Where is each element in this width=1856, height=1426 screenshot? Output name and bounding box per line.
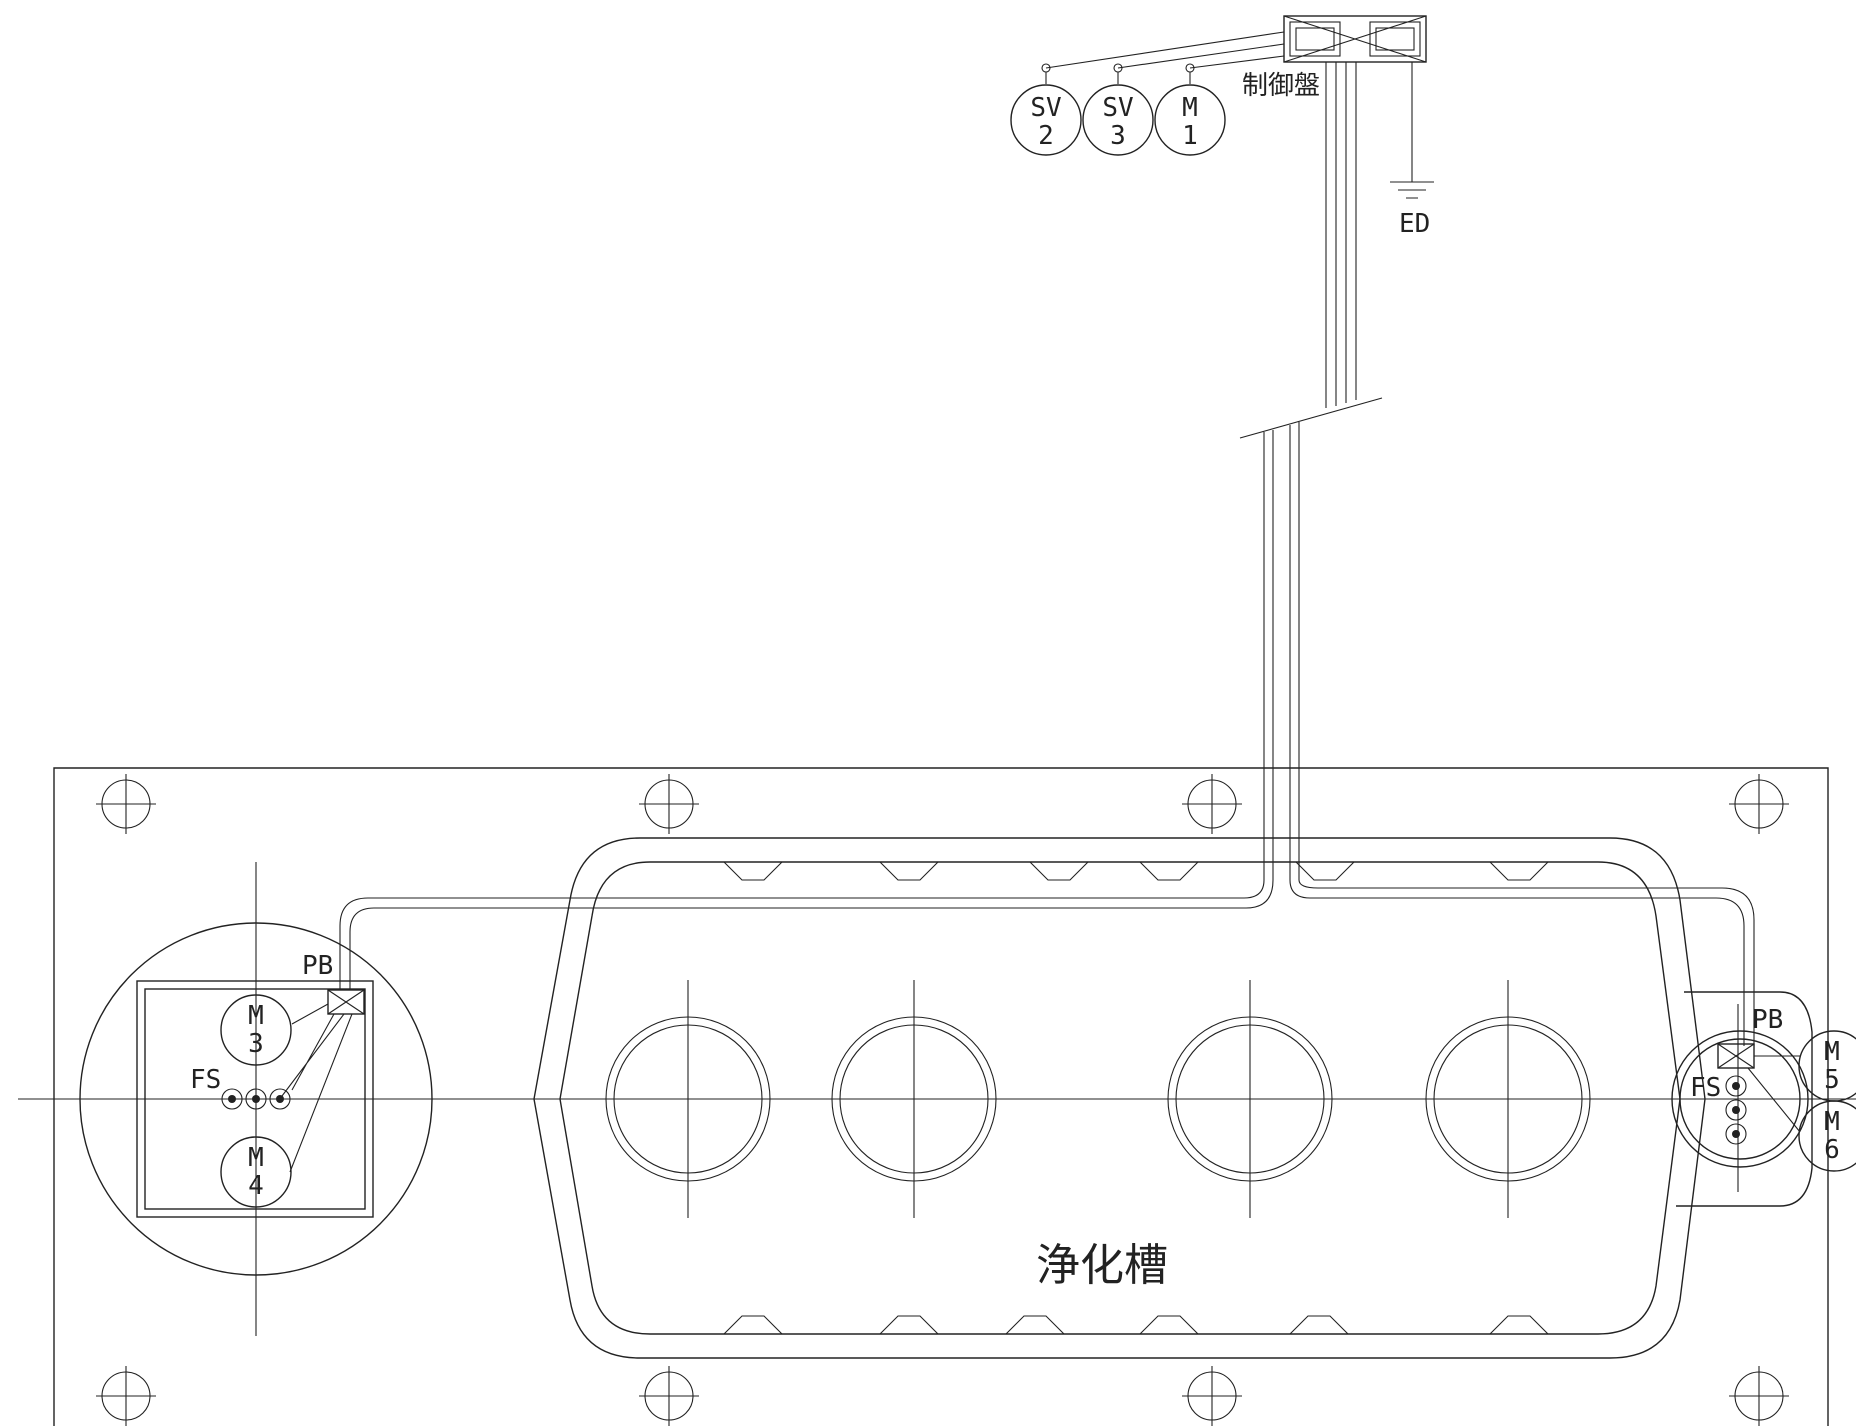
pull-box-right: PB xyxy=(1717,1005,1801,1133)
svg-text:3: 3 xyxy=(1110,121,1126,151)
svg-text:2: 2 xyxy=(1038,121,1054,151)
svg-text:PB: PB xyxy=(302,951,333,981)
component-sv3: SV 3 xyxy=(1082,84,1154,156)
ground-label: ED xyxy=(1399,209,1430,239)
pull-box-left: PB xyxy=(281,951,365,1173)
right-chamber xyxy=(1671,991,1813,1207)
component-m6: M 6 xyxy=(1798,1100,1856,1172)
ground-symbol: ED xyxy=(1390,62,1434,239)
control-panel-label: 制御盤 xyxy=(1242,71,1320,101)
svg-text:FS: FS xyxy=(190,1065,221,1095)
svg-text:3: 3 xyxy=(248,1029,264,1059)
svg-text:M: M xyxy=(1824,1107,1840,1137)
svg-text:1: 1 xyxy=(1182,121,1198,151)
svg-text:SV: SV xyxy=(1102,93,1133,123)
tank-label: 浄化槽 xyxy=(1036,1240,1168,1291)
tank-manholes xyxy=(605,980,1591,1218)
anchor-markers xyxy=(96,774,1789,1426)
control-panel: 制御盤 xyxy=(1242,15,1427,101)
component-m4: M 4 xyxy=(220,1136,292,1208)
svg-text:FS: FS xyxy=(1690,1073,1721,1103)
svg-text:SV: SV xyxy=(1030,93,1061,123)
base-slab xyxy=(53,767,1829,1426)
svg-text:M: M xyxy=(248,1001,264,1031)
left-chamber xyxy=(79,862,433,1336)
control-wires xyxy=(1041,31,1285,84)
svg-text:M: M xyxy=(1182,93,1198,123)
component-m3: M 3 xyxy=(220,994,292,1066)
component-sv2: SV 2 xyxy=(1010,84,1082,156)
svg-text:PB: PB xyxy=(1752,1005,1783,1035)
conduit-routes xyxy=(339,879,1755,1046)
svg-text:4: 4 xyxy=(248,1171,264,1201)
svg-text:M: M xyxy=(1824,1037,1840,1067)
cable-bundle xyxy=(1239,62,1383,880)
septic-tank: 浄化槽 xyxy=(533,837,1706,1359)
float-switch-left: FS xyxy=(190,1065,291,1110)
svg-text:6: 6 xyxy=(1824,1135,1840,1165)
component-m1: M 1 xyxy=(1154,84,1226,156)
svg-text:5: 5 xyxy=(1824,1065,1840,1095)
svg-text:M: M xyxy=(248,1143,264,1173)
float-switch-right: FS xyxy=(1690,1073,1747,1145)
